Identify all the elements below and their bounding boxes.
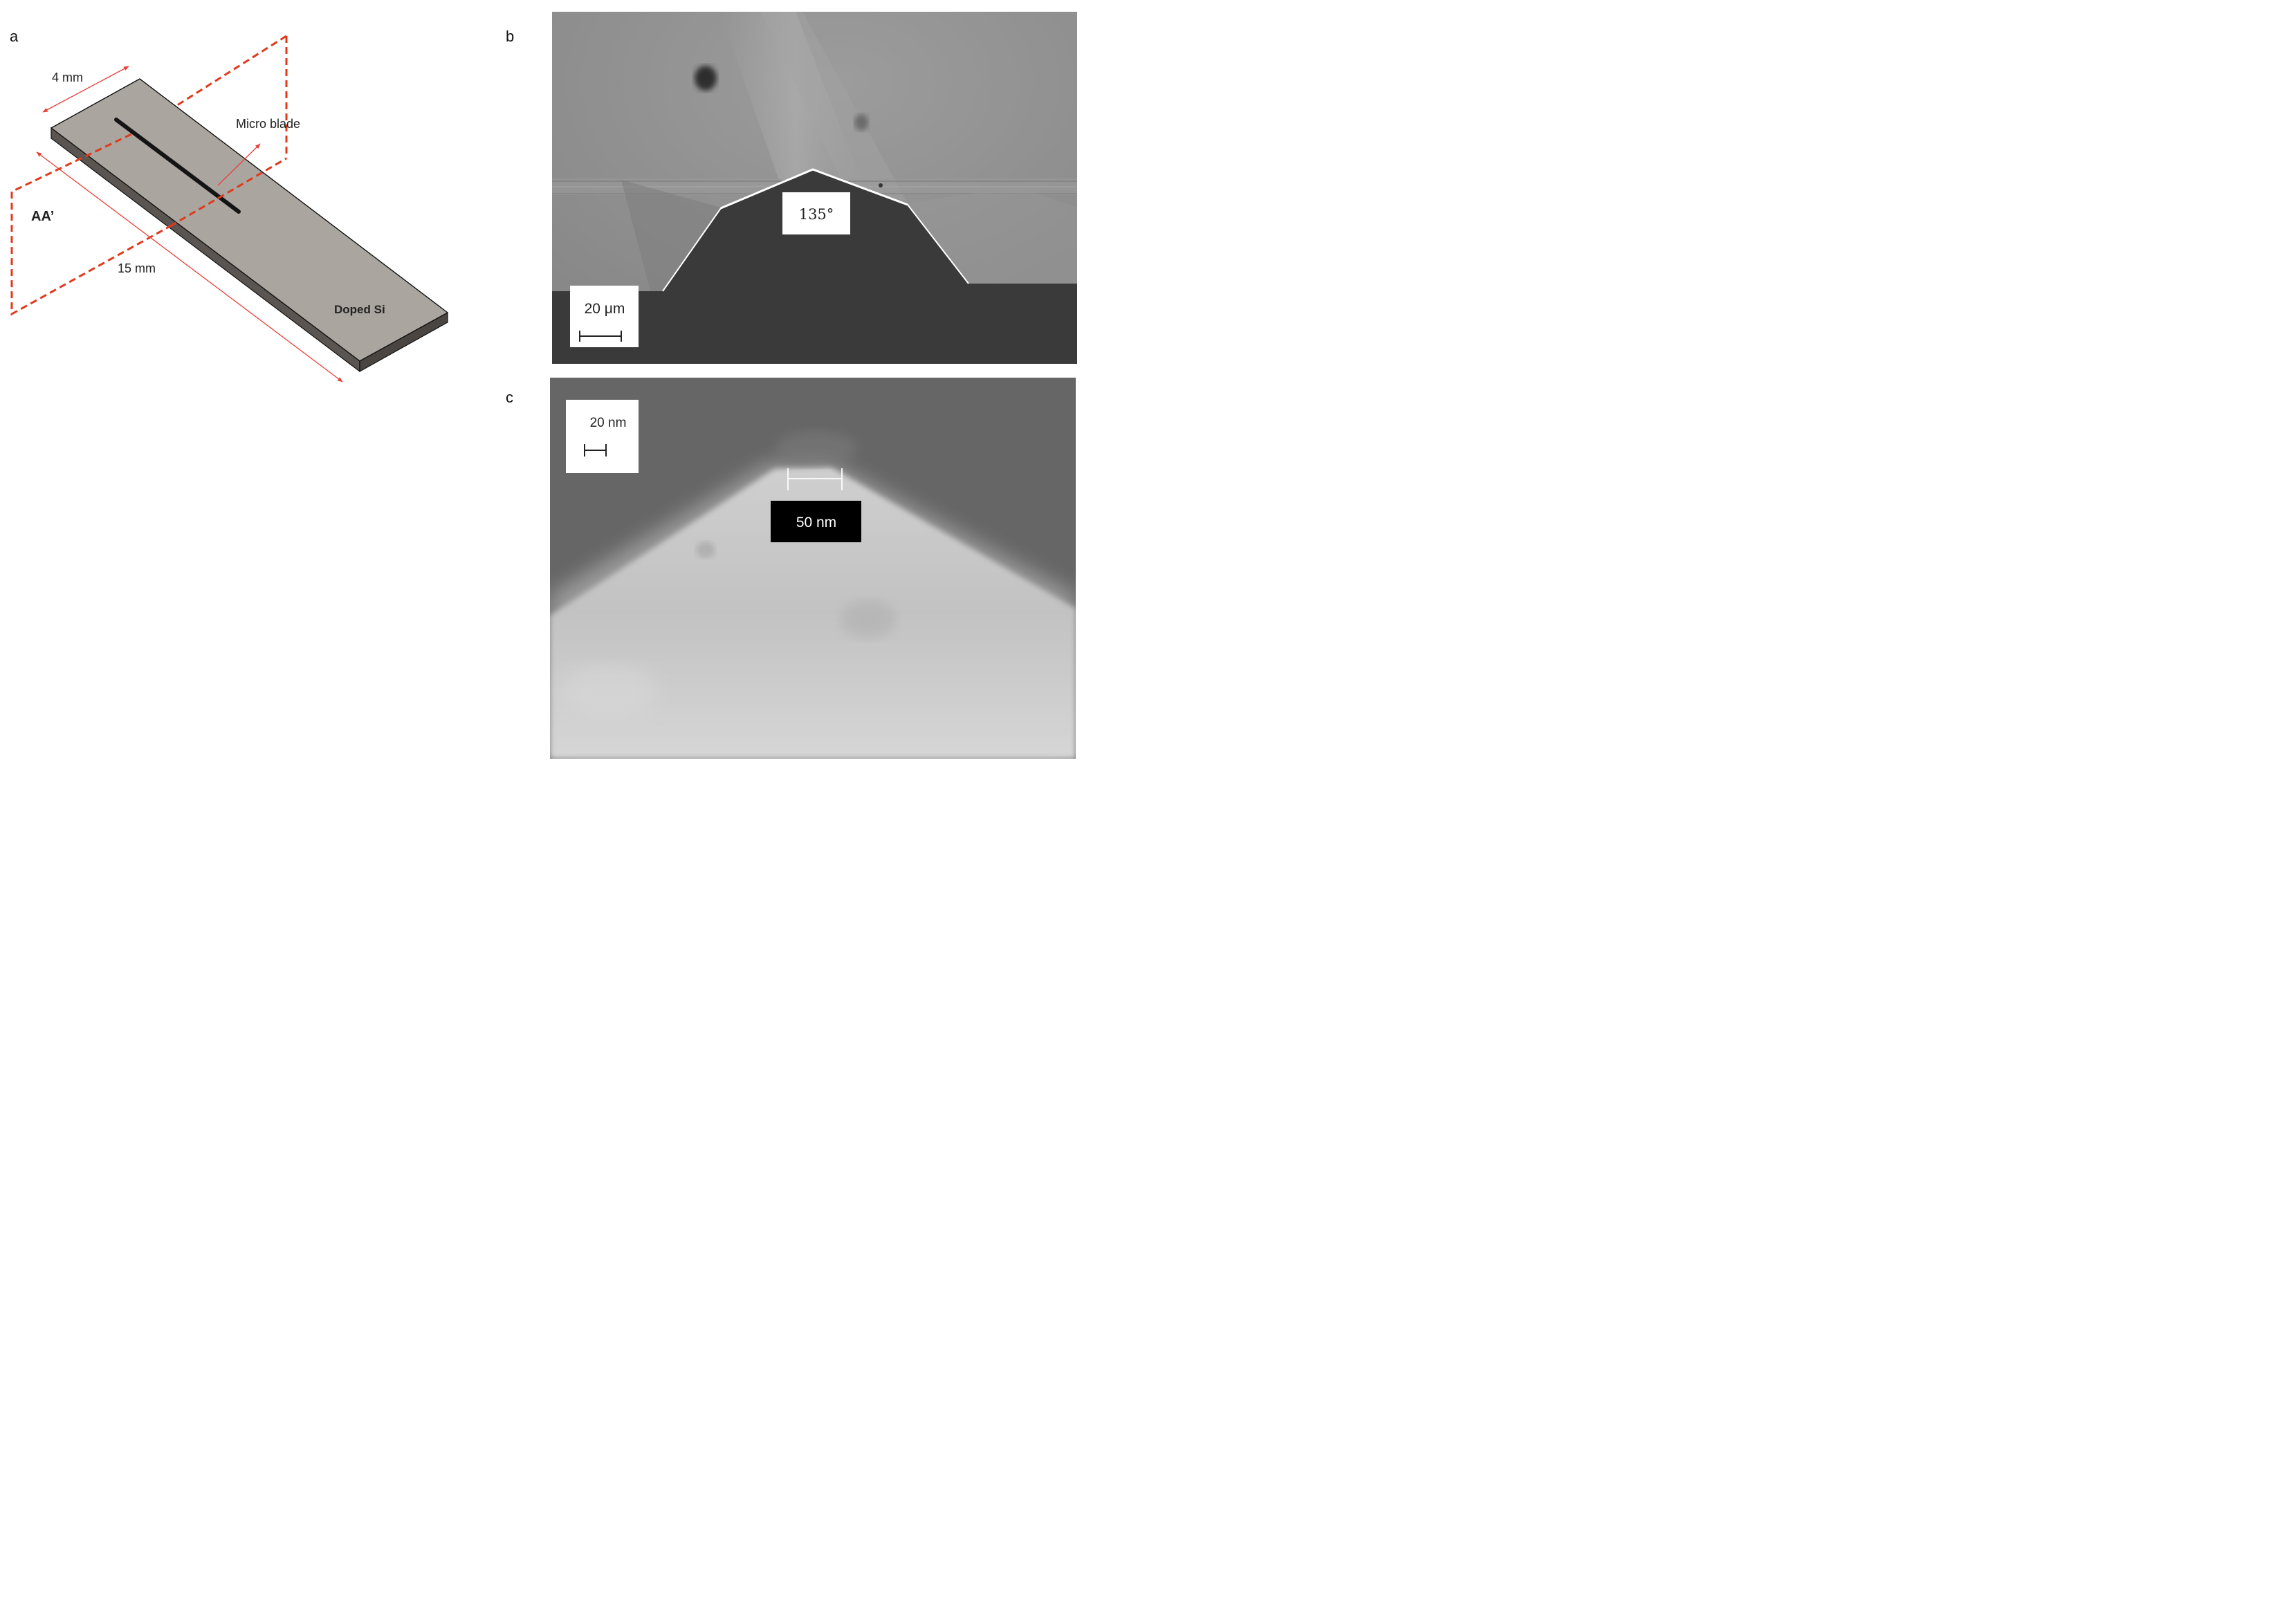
panel-b-letter: b [506,28,514,45]
blade-tip-b [552,169,1077,364]
plane-label: AA’ [31,209,54,224]
scale-bar-label-c: 20 nm [590,416,627,430]
figure: a 4 mm 15 mm Micro blade AA’ Doped Si b [10,12,1077,759]
length-dimension-arrow [36,151,343,382]
section-plane-back [131,35,288,158]
scale-bar-c [584,444,607,456]
panel-b: b 135° 20 μm [506,12,1077,364]
width-dimension-arrow [42,66,129,113]
angle-label-box [782,192,850,234]
panel-a: a 4 mm 15 mm Micro blade AA’ Doped Si [10,28,449,382]
scale-bar-box-b [570,286,639,347]
tip-width-bracket-c [787,468,843,490]
width-label-box-c [771,501,861,542]
panel-c-letter: c [506,389,513,406]
angle-label: 135° [799,206,834,223]
scale-bar-label-b: 20 μm [585,301,625,317]
length-label: 15 mm [118,261,156,275]
blade-leader-arrow [217,143,261,186]
scale-bar-b [579,331,622,342]
angle-lines-b [720,168,908,210]
blade-tip-c [550,467,1076,759]
panel-c: c 50 nm 20 nm [506,378,1076,759]
material-label: Doped Si [334,303,385,316]
width-label: 4 mm [52,71,83,84]
blade-label: Micro blade [236,117,300,131]
width-label-c: 50 nm [796,515,836,530]
scale-bar-box-c [566,400,639,473]
panel-a-letter: a [10,28,19,45]
